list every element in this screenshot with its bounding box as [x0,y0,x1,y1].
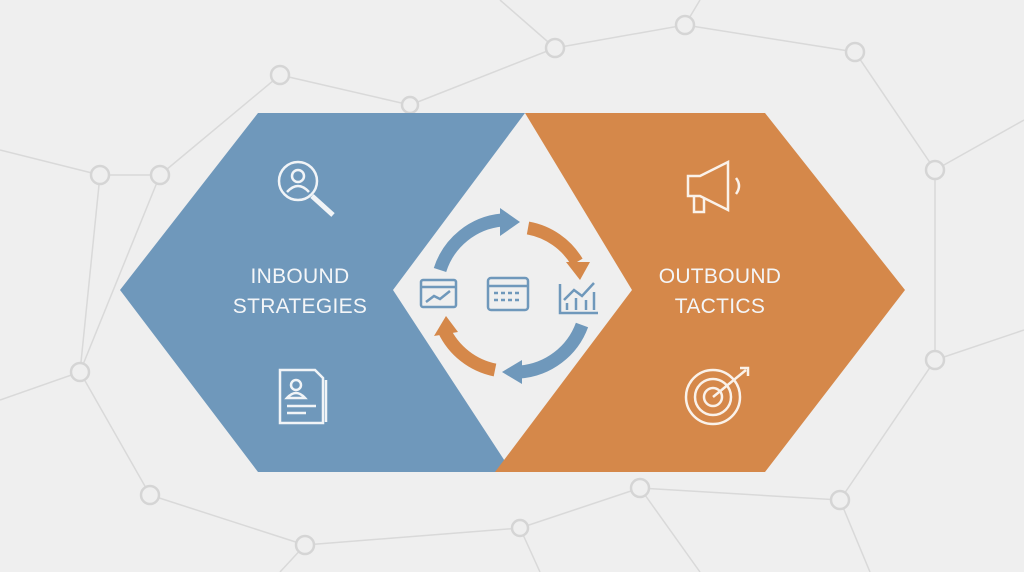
dashboard-chart-icon [419,278,458,309]
cycle-arrows [433,208,590,384]
arrow-head [500,208,520,236]
calendar-window-icon [486,276,530,312]
outbound-title-line2: TACTICS [674,295,766,318]
outbound-title-line1: OUTBOUND [658,265,782,288]
outbound-panel-shape [495,113,905,472]
cycle-arrow-orange-left [438,327,497,377]
megaphone-icon [686,159,741,214]
inbound-title-line1: INBOUND [250,265,350,288]
cycle-arrow-orange-right [526,221,583,266]
search-user-icon [277,160,335,217]
inbound-panel-shape [120,113,525,472]
inbound-title-line2: STRATEGIES [232,295,368,318]
cycle-arrow-blue-bottom [519,322,589,379]
cycle-arrow-blue-top [433,213,503,273]
resume-document-icon [278,368,328,425]
growth-chart-icon [558,282,598,315]
target-icon [684,366,750,426]
arrow-head [434,316,458,336]
arrow-head [566,262,590,280]
inbound-title: INBOUND STRATEGIES [200,262,400,322]
arrow-head [502,360,522,384]
outbound-title: OUTBOUND TACTICS [620,262,820,322]
